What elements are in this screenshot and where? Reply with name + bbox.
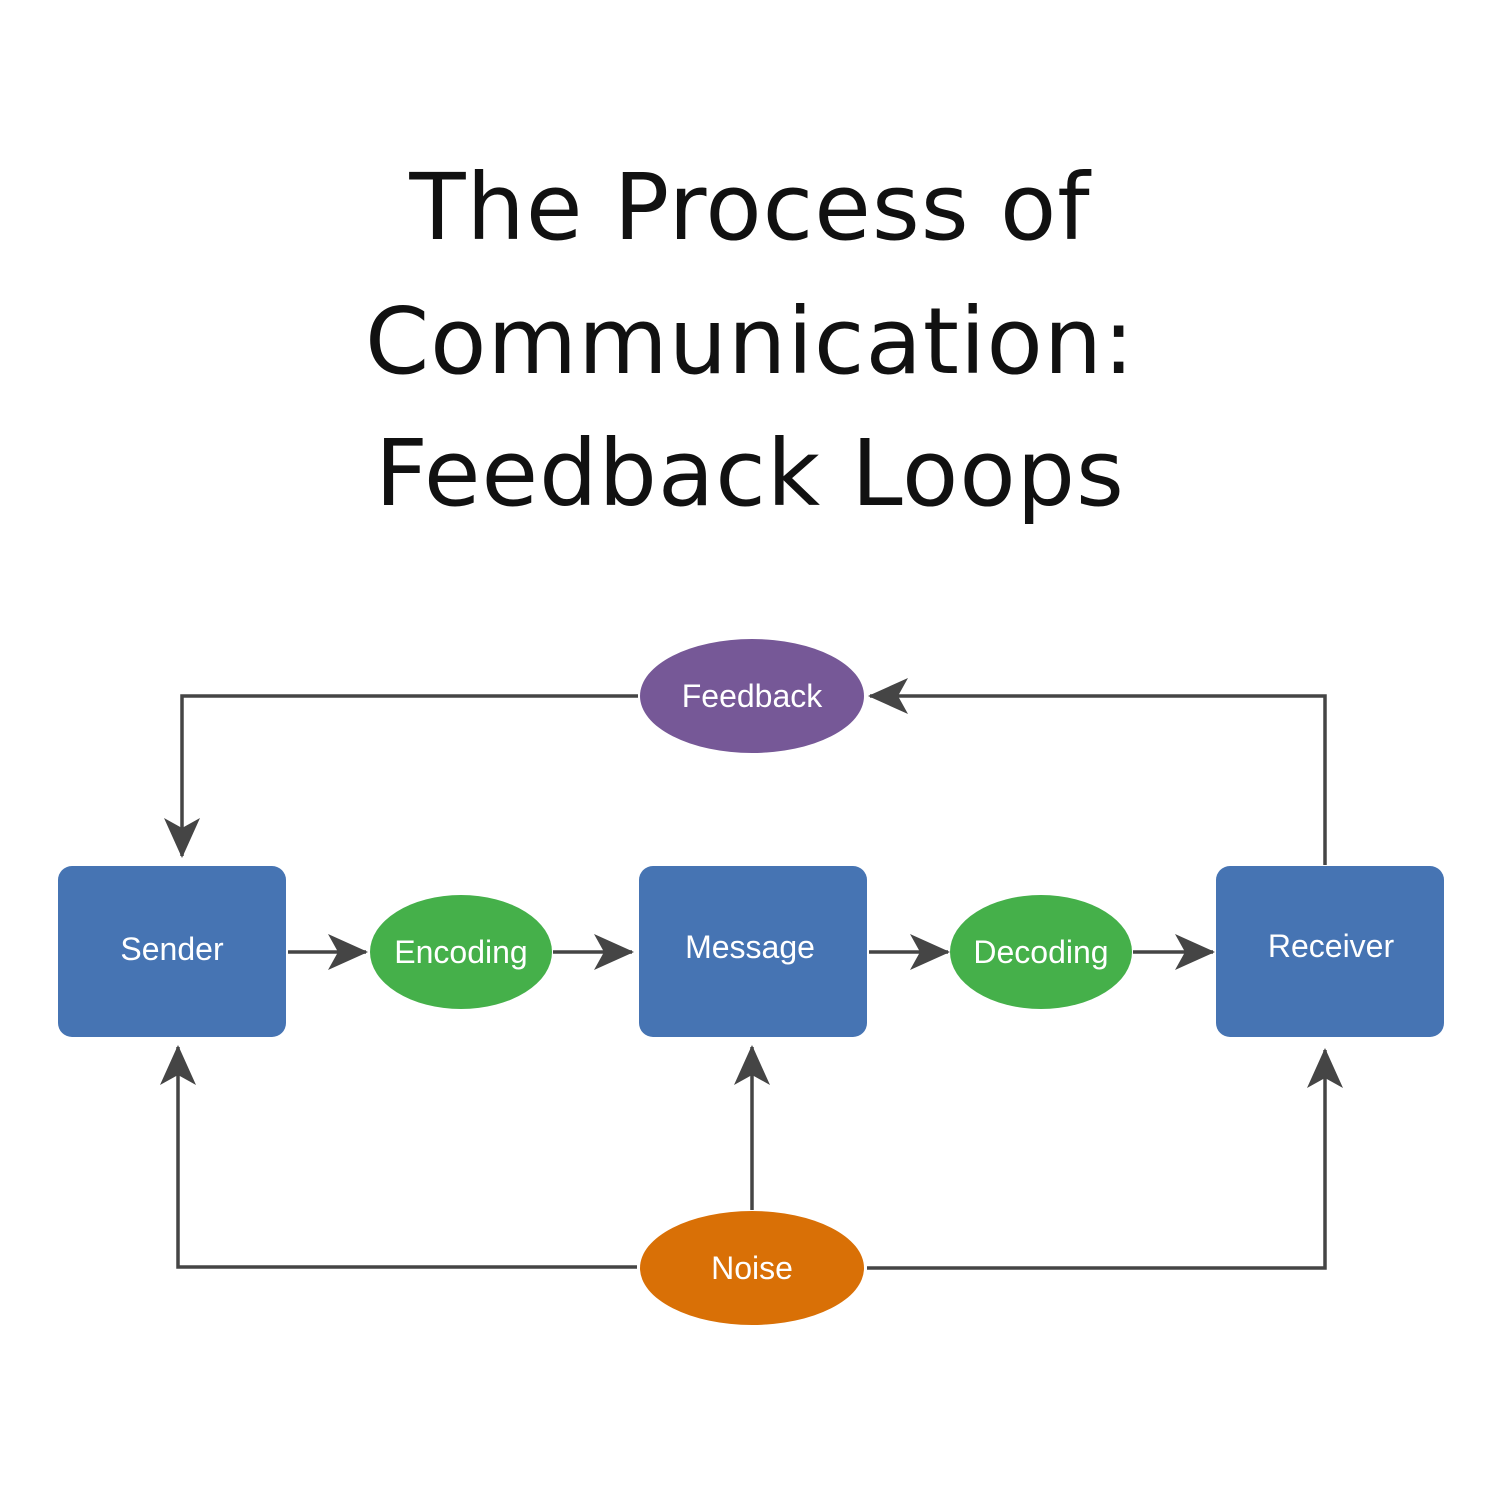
- message-box: [639, 866, 867, 1037]
- decoding-ellipse: [950, 895, 1132, 1009]
- message-node: Message: [639, 866, 867, 1037]
- noise-node: Noise: [640, 1211, 864, 1325]
- encoding-ellipse: [370, 895, 552, 1009]
- noise-ellipse: [640, 1211, 864, 1325]
- title-line-2: Communication:: [364, 288, 1136, 395]
- decoding-label: Decoding: [973, 934, 1108, 970]
- title-line-1: The Process of: [409, 154, 1091, 261]
- decoding-node: Decoding: [950, 895, 1132, 1009]
- feedback-ellipse: [640, 639, 864, 753]
- arrow-receiver-to-feedback: [868, 678, 1327, 865]
- arrow-noise-to-sender: [160, 1045, 637, 1269]
- receiver-label: Receiver: [1268, 928, 1395, 964]
- sender-node: Sender: [58, 866, 286, 1037]
- message-label: Message: [685, 929, 815, 965]
- feedback-node: Feedback: [640, 639, 864, 753]
- receiver-box: [1216, 866, 1444, 1037]
- receiver-node: Receiver: [1216, 866, 1444, 1037]
- sender-box: [58, 866, 286, 1037]
- noise-label: Noise: [711, 1250, 793, 1286]
- sender-label: Sender: [120, 931, 224, 967]
- arrow-noise-to-receiver: [867, 1048, 1343, 1270]
- encoding-label: Encoding: [394, 934, 527, 970]
- arrow-feedback-to-sender: [164, 694, 638, 858]
- connectors: [160, 678, 1343, 1270]
- title-line-3: Feedback Loops: [375, 420, 1125, 527]
- encoding-node: Encoding: [370, 895, 552, 1009]
- feedback-label: Feedback: [682, 678, 824, 714]
